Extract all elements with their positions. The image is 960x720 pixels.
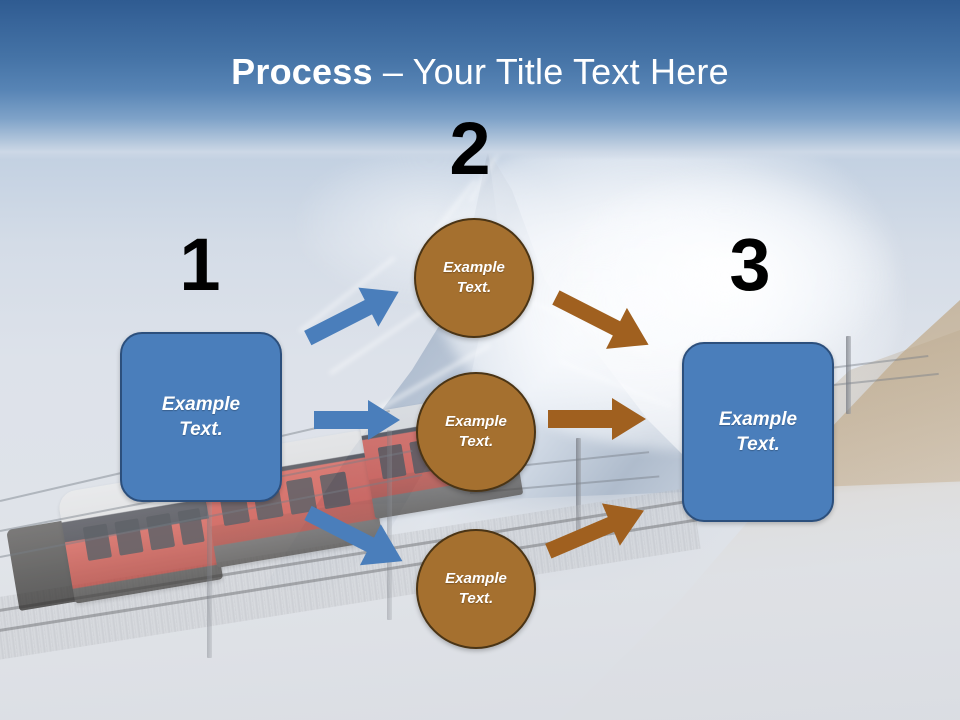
step-2-circle-top[interactable]: Example Text. bbox=[414, 218, 534, 338]
step-2-circle-middle[interactable]: Example Text. bbox=[416, 372, 536, 492]
step-1-box[interactable]: Example Text. bbox=[120, 332, 282, 502]
step-3-box[interactable]: Example Text. bbox=[682, 342, 834, 522]
step-2-circle-bottom-label: Example Text. bbox=[445, 570, 507, 607]
step-2-circle-bottom[interactable]: Example Text. bbox=[416, 529, 536, 649]
page-title-bold: Process bbox=[231, 51, 373, 92]
catenary-pole bbox=[387, 430, 392, 620]
step-1-box-label: Example Text. bbox=[161, 394, 241, 440]
arrow-1-to-circle-middle bbox=[312, 398, 402, 442]
arrow-circle-top-to-3 bbox=[548, 284, 660, 360]
catenary-pole bbox=[207, 470, 212, 658]
page-title-separator: – bbox=[372, 51, 413, 92]
step-2-circle-middle-label: Example Text. bbox=[445, 413, 507, 450]
arrow-circle-bottom-to-3 bbox=[542, 492, 654, 568]
step-number-2: 2 bbox=[449, 107, 491, 190]
page-title-rest: Your Title Text Here bbox=[412, 51, 729, 92]
arrow-circle-middle-to-3 bbox=[546, 396, 648, 442]
step-number-3: 3 bbox=[729, 223, 771, 306]
catenary-pole bbox=[846, 336, 851, 414]
arrow-1-to-circle-top bbox=[300, 278, 410, 350]
step-3-box-label: Example Text. bbox=[718, 409, 798, 455]
page-title: Process – Your Title Text Here bbox=[0, 50, 960, 94]
catenary-pole bbox=[576, 438, 581, 534]
arrow-1-to-circle-bottom bbox=[300, 500, 414, 576]
step-number-1: 1 bbox=[179, 223, 221, 306]
title-banner bbox=[0, 0, 960, 160]
step-2-circle-top-label: Example Text. bbox=[443, 259, 505, 296]
